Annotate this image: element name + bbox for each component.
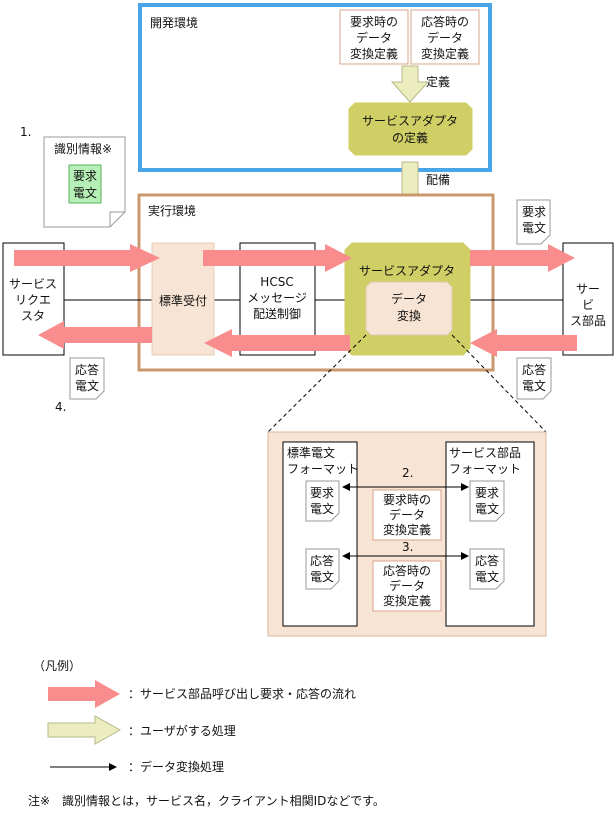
service-adapter-label: サービスアダプタ bbox=[359, 263, 455, 278]
data-conv-line2: 変換 bbox=[397, 308, 421, 323]
res-doc-left-line1: 応答 bbox=[75, 362, 99, 377]
define-arrow bbox=[390, 65, 430, 103]
legend-line-label: ：データ変換処理 bbox=[128, 759, 224, 774]
response-flow-arrow-2 bbox=[204, 329, 350, 357]
footnote: 注※ 識別情報とは，サービス名，クライアント相関IDなどです。 bbox=[28, 793, 385, 808]
svc-format-box bbox=[445, 441, 535, 627]
req-def-line2: データ bbox=[356, 30, 392, 45]
deploy-label: 配備 bbox=[426, 172, 450, 187]
detail-req-doc-right-line1: 要求 bbox=[475, 486, 499, 500]
zoom-line-left bbox=[267, 334, 367, 433]
id-info-doc-line1: 要求 bbox=[73, 169, 97, 183]
detail-res-def-line2: データ bbox=[389, 578, 425, 593]
adapter-def-line2: の定義 bbox=[392, 130, 428, 145]
detail-res-doc-right bbox=[469, 548, 505, 590]
data-conv-line1: データ bbox=[391, 291, 427, 306]
request-flow-arrow-2 bbox=[203, 244, 352, 272]
std-format-line2: フォーマット bbox=[287, 462, 359, 476]
hcsc-line2: メッセージ bbox=[247, 291, 307, 305]
detail-req-doc-left-line2: 電文 bbox=[310, 501, 334, 516]
req-doc-top-line2: 電文 bbox=[522, 220, 546, 235]
detail-res-def-box bbox=[372, 560, 442, 612]
detail-res-def-line3: 変換定義 bbox=[383, 593, 431, 608]
legend-title: （凡例） bbox=[33, 659, 81, 673]
id-info-req-doc bbox=[68, 164, 102, 204]
adapter-def-line1: サービスアダプタ bbox=[362, 113, 458, 128]
define-label: 定義 bbox=[426, 74, 450, 89]
request-flow-arrow-1 bbox=[14, 244, 160, 272]
service-part-line1: サー bbox=[576, 282, 600, 296]
service-part-line3: ス部品 bbox=[570, 313, 606, 328]
id-info-doc-line2: 電文 bbox=[73, 185, 97, 200]
req-doc-top bbox=[516, 199, 551, 245]
detail-req-doc-left-line1: 要求 bbox=[310, 486, 334, 500]
req-def-line1: 要求時の bbox=[350, 15, 398, 29]
data-conv-box bbox=[365, 281, 453, 336]
detail-req-doc-left bbox=[305, 480, 340, 522]
std-format-box bbox=[282, 441, 358, 627]
std-receiver-label: 標準受付 bbox=[159, 293, 207, 308]
res-def-box bbox=[410, 9, 480, 65]
detail-res-doc-left bbox=[305, 548, 340, 590]
res-doc-right-line2: 電文 bbox=[522, 378, 546, 393]
svc-format-line2: フォーマット bbox=[449, 462, 521, 476]
std-format-line1: 標準電文 bbox=[287, 445, 335, 460]
req-def-line3: 変換定義 bbox=[350, 46, 398, 61]
res-doc-right-line1: 応答 bbox=[522, 362, 546, 377]
detail-res-doc-right-line2: 電文 bbox=[475, 569, 499, 584]
requester-line3: スタ bbox=[21, 309, 45, 323]
run-env-title: 実行環境 bbox=[148, 203, 196, 218]
detail-req-def-line1: 要求時の bbox=[383, 493, 431, 507]
req-doc-top-line1: 要求 bbox=[522, 205, 546, 219]
zoom-line-right bbox=[451, 334, 547, 433]
detail-res-doc-left-line1: 応答 bbox=[310, 553, 334, 568]
response-flow-arrow-1 bbox=[470, 329, 577, 357]
res-def-line3: 変換定義 bbox=[421, 46, 469, 61]
detail-res-doc-right-line1: 応答 bbox=[475, 553, 499, 568]
id-info-title: 識別情報※ bbox=[54, 142, 112, 156]
detail-req-doc-right bbox=[469, 480, 505, 522]
hcsc-line3: 配送制御 bbox=[253, 306, 301, 321]
legend-pink-arrow-icon bbox=[48, 680, 120, 708]
legend-yellow-arrow-icon bbox=[47, 715, 122, 745]
request-flow-arrow-3 bbox=[470, 244, 575, 272]
req-def-box bbox=[339, 9, 409, 65]
detail-res-def-line1: 応答時の bbox=[383, 563, 431, 578]
res-def-line2: データ bbox=[427, 30, 463, 45]
detail-res-doc-left-line2: 電文 bbox=[310, 569, 334, 584]
step3-label: 3. bbox=[402, 540, 413, 554]
step1-label: 1. bbox=[20, 125, 31, 139]
res-def-line1: 応答時の bbox=[421, 14, 469, 29]
step4-label: 4. bbox=[55, 400, 66, 414]
service-part-line2: ビ bbox=[582, 298, 594, 312]
svc-format-line1: サービス部品 bbox=[449, 445, 521, 460]
adapter-def-shape bbox=[348, 102, 473, 156]
step2-label: 2. bbox=[402, 466, 413, 480]
res-doc-right bbox=[516, 357, 552, 400]
requester-line1: サービス bbox=[9, 277, 57, 291]
res-doc-left-line2: 電文 bbox=[75, 378, 99, 393]
res-doc-left bbox=[69, 357, 105, 400]
detail-req-def-box bbox=[372, 489, 442, 541]
dev-env-title: 開発環境 bbox=[150, 15, 198, 30]
legend-yellow-label: ：ユーザがする処理 bbox=[128, 723, 236, 738]
detail-req-doc-right-line2: 電文 bbox=[475, 501, 499, 516]
response-flow-arrow-3 bbox=[38, 321, 152, 349]
detail-req-def-line3: 変換定義 bbox=[383, 522, 431, 537]
requester-line2: リクエ bbox=[15, 293, 51, 307]
hcsc-line1: HCSC bbox=[260, 275, 293, 289]
id-info-doc-fold bbox=[109, 211, 125, 227]
detail-req-def-line2: データ bbox=[389, 507, 425, 522]
legend-pink-label: ：サービス部品呼び出し要求・応答の流れ bbox=[128, 686, 356, 701]
